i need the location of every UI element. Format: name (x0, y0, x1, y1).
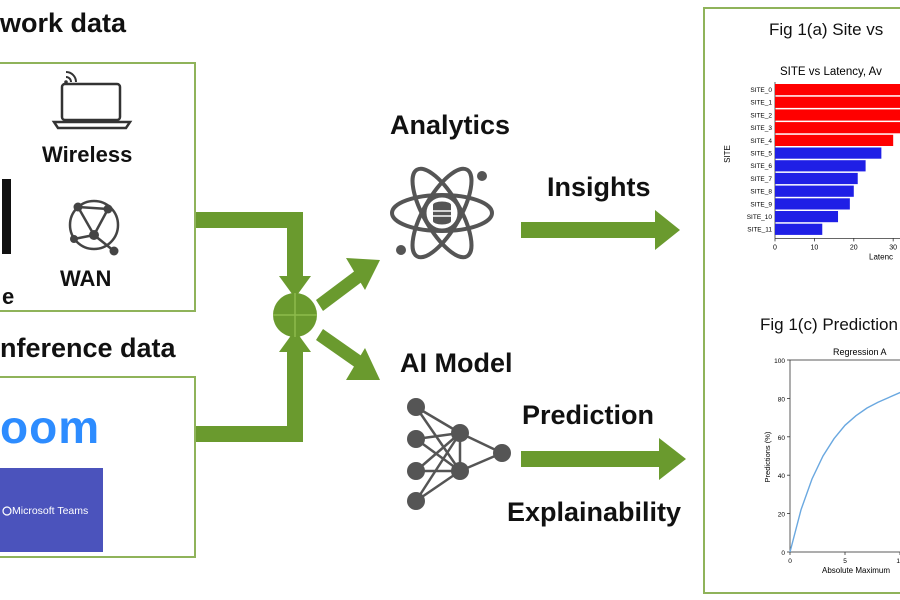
y-axis-label: Predictions (%) (763, 431, 772, 482)
wireless-label: Wireless (42, 142, 133, 167)
bar (775, 211, 839, 223)
y-tick-label: 100 (774, 358, 785, 365)
wan-label: WAN (60, 266, 112, 291)
category-tick-label: SITE_7 (750, 176, 772, 183)
category-tick-label: SITE_9 (750, 201, 772, 208)
bar (775, 122, 900, 134)
x-tick-label: 5 (843, 558, 847, 565)
fig-c-title: Fig 1(c) Prediction (760, 315, 898, 334)
bar (775, 185, 854, 197)
x-axis-label: Latenc (869, 252, 893, 261)
teams-logo: Microsoft Teams (0, 468, 103, 552)
category-tick-label: SITE_5 (750, 151, 772, 158)
wireless-laptop-icon (51, 71, 133, 130)
y-tick-label: 80 (778, 396, 786, 403)
teams-icon (2, 506, 12, 516)
plot-frame (789, 359, 900, 553)
category-tick-label: SITE_11 (747, 227, 772, 234)
atom-database-icon (390, 166, 494, 260)
regression-line-chart: Regression A 0 20 40 60 80 100 0 5 10Absolute Max… (763, 347, 900, 575)
category-tick-label: SITE_6 (750, 163, 772, 170)
bar (775, 134, 894, 146)
wan-network-icon (68, 199, 120, 256)
x-tick-label: 20 (850, 244, 858, 251)
conference-data-heading: nference data (0, 333, 176, 363)
y-tick-label: 0 (781, 550, 785, 557)
zoom-logo: oom (0, 401, 101, 453)
y-tick-label: 60 (778, 435, 786, 442)
category-tick-label: SITE_4 (750, 138, 772, 145)
y-tick-label: 20 (778, 512, 786, 519)
explainability-label: Explainability (507, 497, 682, 527)
bar (775, 109, 900, 121)
series-line (789, 391, 900, 553)
x-axis-label: Absolute Maximum (822, 566, 890, 575)
chart-title: Regression A (833, 347, 887, 357)
device-icon-partial (2, 179, 11, 254)
chart-title: SITE vs Latency, Av (780, 66, 882, 78)
site-latency-bar-chart: SITE vs Latency, Av SITE_0SITE_1SITE_2SIT… (723, 66, 900, 261)
teams-label: Microsoft Teams (12, 505, 89, 517)
category-tick-label: SITE_0 (750, 87, 772, 94)
y-tick-label: 40 (778, 473, 786, 480)
bar (775, 96, 900, 108)
x-tick-label: 0 (788, 558, 792, 565)
partial-label: e (2, 284, 15, 309)
category-tick-label: SITE_1 (750, 100, 772, 107)
network-data-panel: Wireless WAN e (0, 62, 196, 312)
bar (775, 84, 900, 96)
network-data-heading: work data (0, 8, 127, 38)
category-tick-label: SITE_3 (750, 125, 772, 132)
category-tick-label: SITE_2 (750, 112, 772, 119)
bar (775, 198, 850, 210)
category-tick-label: SITE_8 (750, 189, 772, 196)
x-tick-label: 0 (773, 244, 777, 251)
category-tick-label: SITE_10 (747, 214, 773, 221)
x-tick-label: 30 (889, 244, 897, 251)
bar (775, 172, 858, 185)
merge-node (273, 293, 317, 337)
x-tick-label: 10 (896, 558, 900, 565)
bar (775, 160, 866, 172)
y-axis-label: SITE (723, 145, 732, 163)
bar (775, 223, 823, 235)
fig-a-title: Fig 1(a) Site vs (769, 20, 884, 39)
conference-data-panel: oom Microsoft Teams (0, 376, 196, 558)
x-tick-label: 10 (810, 244, 818, 251)
neural-network-icon (407, 398, 511, 510)
bar (775, 147, 882, 159)
analytics-label: Analytics (390, 110, 511, 140)
ai-model-label: AI Model (400, 348, 513, 378)
prediction-label: Prediction (522, 400, 655, 430)
insights-label: Insights (547, 172, 651, 202)
